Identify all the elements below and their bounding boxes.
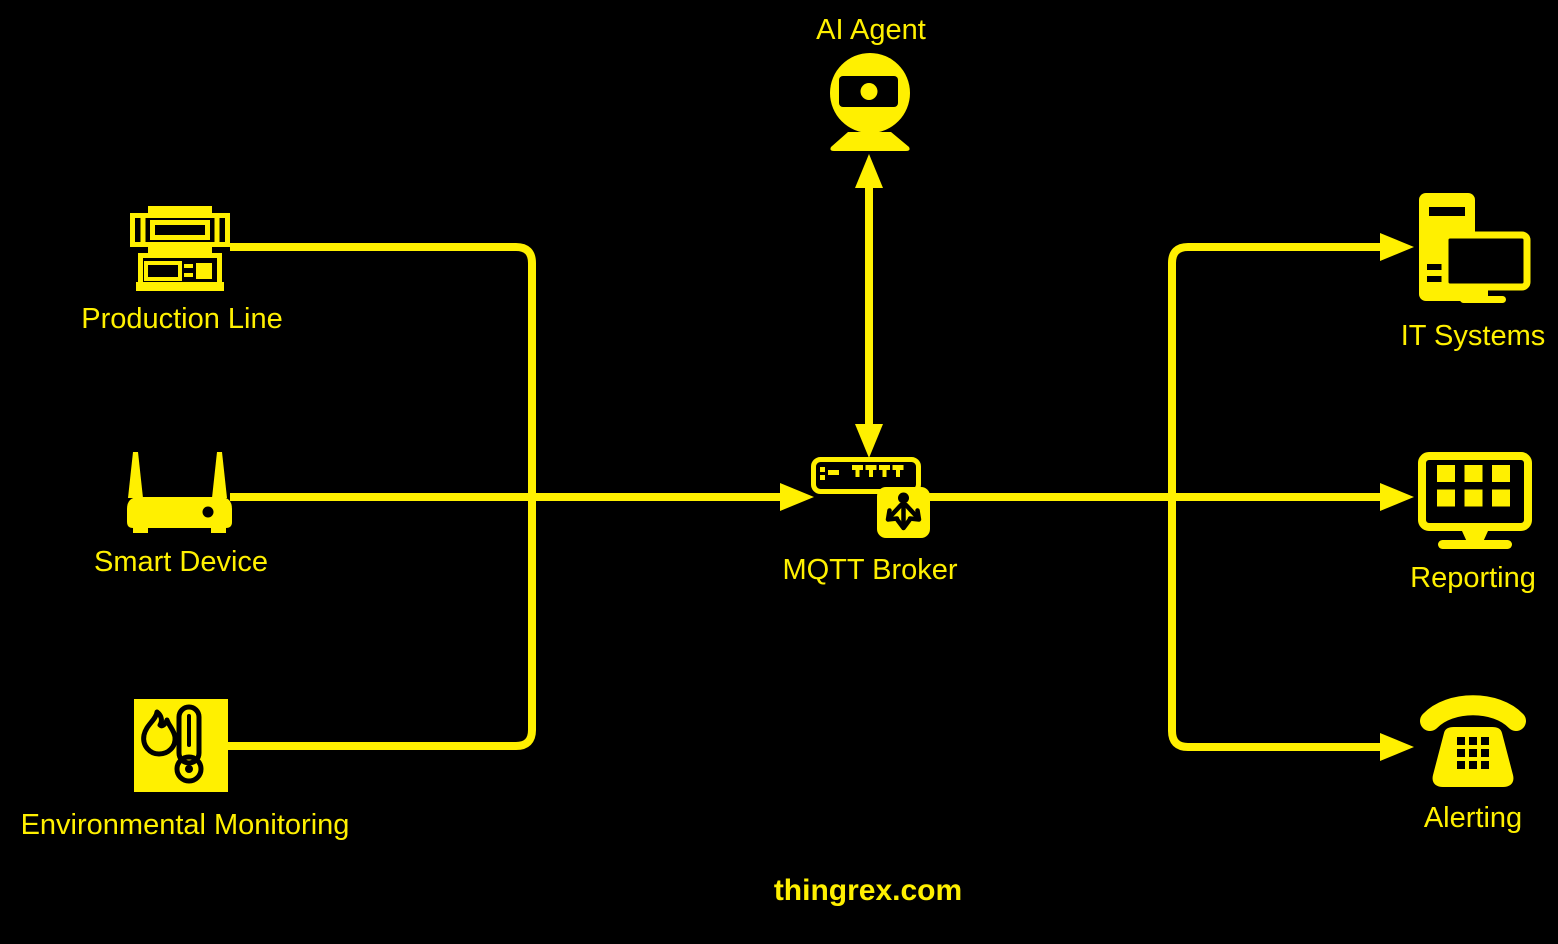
alerting-label: Alerting (1423, 802, 1523, 834)
dashboard-monitor-icon (1418, 452, 1532, 549)
environmental-monitoring-label: Environmental Monitoring (20, 809, 350, 841)
mqtt-broker-label: MQTT Broker (782, 554, 958, 586)
site-footer-text: thingrex.com (773, 874, 963, 907)
it-systems-label: IT Systems (1400, 320, 1546, 352)
arrowhead-up-to-ai (855, 154, 883, 188)
arrowhead-to-it-systems (1380, 233, 1414, 261)
desktop-computer-icon (1419, 193, 1531, 303)
connector-right-branches (1168, 243, 1380, 751)
smart-device-label: Smart Device (93, 546, 269, 578)
arrowhead-into-broker (780, 483, 814, 511)
arrowhead-to-reporting (1380, 483, 1414, 511)
robot-agent-icon (830, 53, 910, 151)
wifi-router-icon (127, 452, 232, 533)
production-line-label: Production Line (81, 303, 283, 335)
arrowhead-to-alerting (1380, 733, 1414, 761)
ai-agent-label: AI Agent (816, 14, 926, 46)
reporting-label: Reporting (1410, 562, 1536, 594)
arrowhead-down-to-broker (855, 424, 883, 458)
factory-machine-icon (130, 206, 230, 291)
network-switch-fanout-icon (811, 457, 930, 538)
telephone-icon (1420, 695, 1526, 787)
flame-thermometer-icon (134, 699, 228, 792)
